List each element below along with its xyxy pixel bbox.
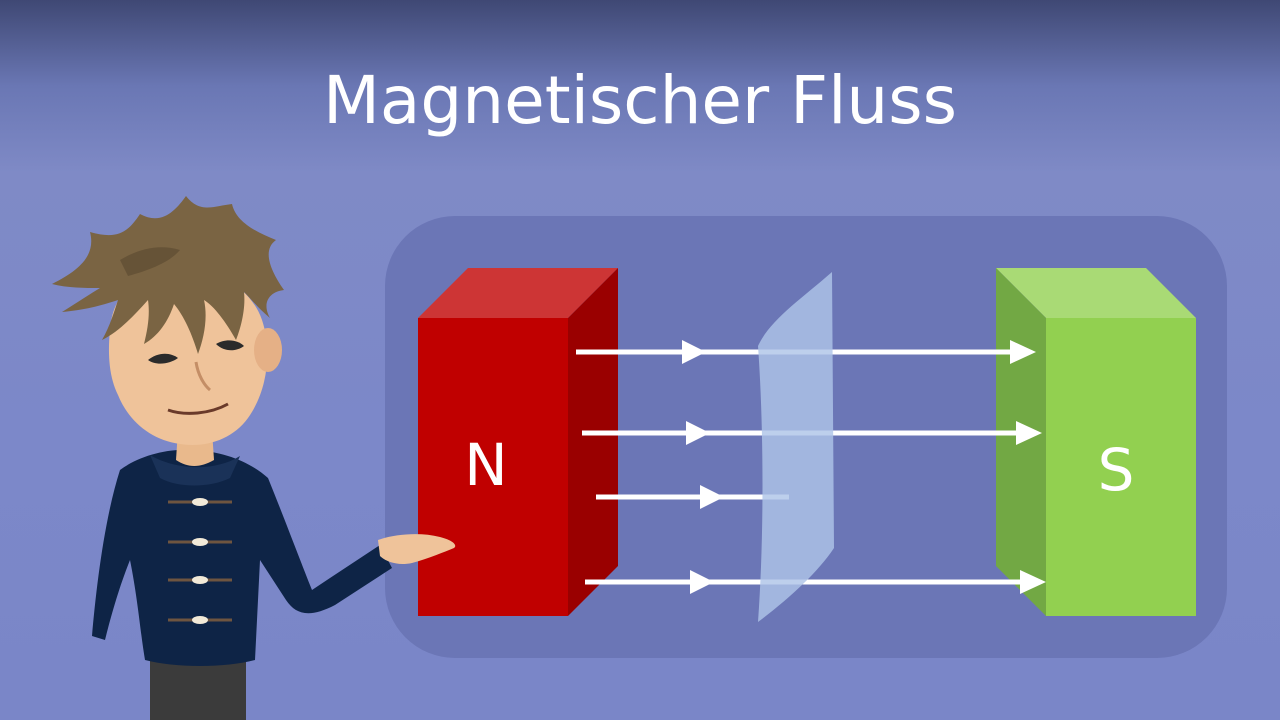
field-line-3: [596, 485, 789, 509]
north-magnet: N: [418, 268, 618, 616]
character-mouth: [167, 402, 229, 415]
north-magnet-side: [568, 268, 618, 616]
south-magnet-top: [996, 268, 1196, 318]
presenter-character: [52, 196, 456, 720]
page-title: Magnetischer Fluss: [322, 62, 958, 139]
character-nose: [194, 361, 212, 392]
north-magnet-front: [418, 318, 568, 616]
character-hand: [378, 534, 456, 565]
character-ear: [254, 328, 282, 372]
character-right-eye: [216, 340, 244, 351]
flux-surface: [758, 272, 834, 622]
north-magnet-top: [418, 268, 618, 318]
character-left-eye: [148, 353, 178, 364]
character-coat: [92, 449, 392, 666]
character-hair: [52, 196, 284, 354]
character-hair-shade: [120, 247, 180, 276]
north-pole-label: N: [464, 431, 507, 499]
character-legs: [150, 650, 246, 720]
south-magnet-front: [1046, 318, 1196, 616]
character-collar: [150, 455, 240, 486]
south-magnet: S: [996, 268, 1196, 616]
coat-toggle-pegs: [192, 498, 208, 624]
south-pole-label: S: [1098, 436, 1135, 504]
